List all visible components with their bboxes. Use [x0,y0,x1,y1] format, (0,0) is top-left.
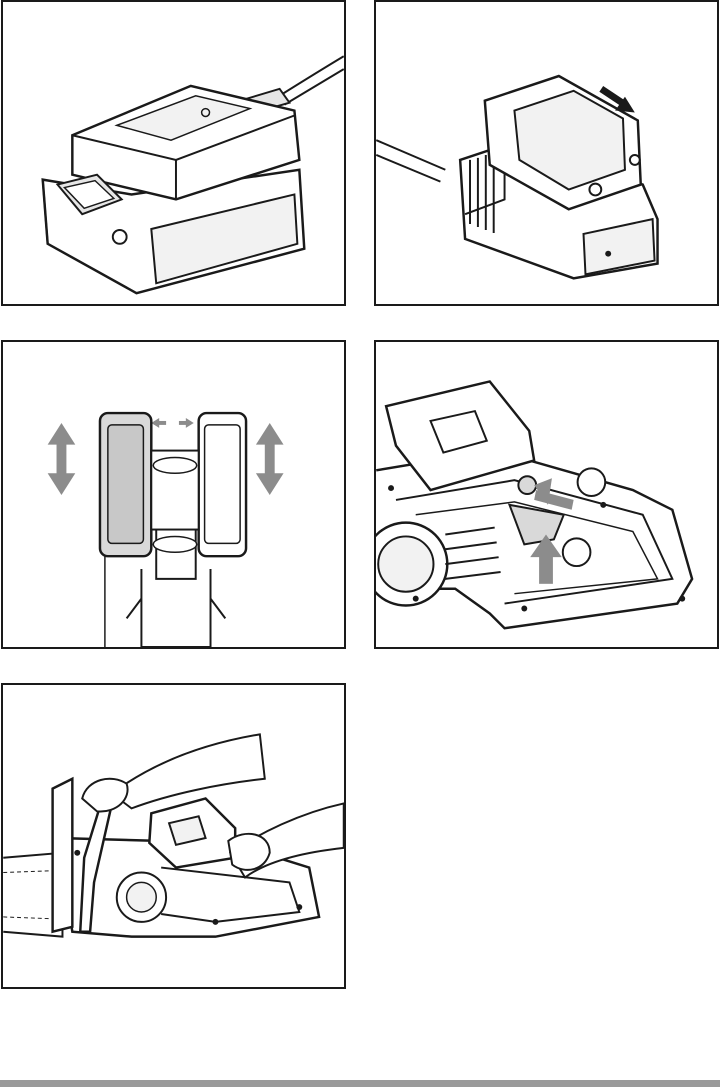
up-down-arrow-right [256,423,284,495]
battery-charger-illustration [3,2,344,304]
figure-two-hand-grip [1,683,346,989]
figure-insert-battery [374,0,719,306]
up-down-arrow-left [48,423,76,495]
bottom-rule [0,1080,720,1087]
insert-battery-illustration [376,2,717,304]
battery-alignment-illustration [3,342,344,647]
two-hand-grip-illustration [3,685,344,987]
figure-battery-on-charger [1,0,346,306]
callout-circle-1 [578,468,606,496]
trigger-illustration [376,342,717,647]
figure-battery-alignment [1,340,346,649]
figure-trigger-operation [374,340,719,649]
callout-circle-2 [563,538,591,566]
